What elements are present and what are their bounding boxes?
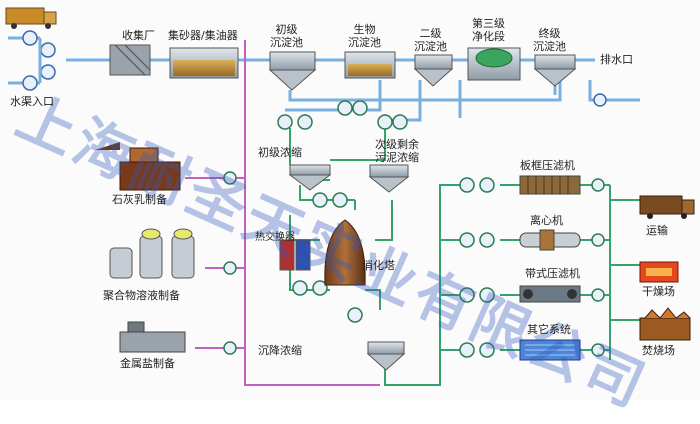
belt-press-label: 带式压滤机 <box>525 267 580 280</box>
drying-yard-icon <box>639 261 679 283</box>
settling-thickening-label: 沉降浓缩 <box>258 344 302 357</box>
lime-prep-icon <box>95 142 181 191</box>
primary-clarifier-label: 初级 沉淀池 <box>270 23 303 49</box>
incineration-yard-label: 焚烧场 <box>642 344 675 357</box>
primary-thickener-icon <box>288 164 332 191</box>
settling-thickener-icon <box>366 341 406 371</box>
secondary-thickener-icon <box>368 164 410 193</box>
secondary-sludge-label: 次级剩余 污泥浓缩 <box>375 138 419 164</box>
heat-exchanger-label: 热交换器 <box>255 232 295 243</box>
bio-clarifier-label: 生物 沉淀池 <box>348 23 381 49</box>
process-diagram: 上海耐圣天实业有限公司 水渠入口 收集厂 集砂器/集油器 初级 沉淀池 生物 沉… <box>5 7 695 422</box>
chemical-lines <box>185 40 380 386</box>
grit-oil-label: 集砂器/集油器 <box>168 29 238 42</box>
primary-thickening-label: 初级浓缩 <box>258 146 302 159</box>
transport-label: 运输 <box>646 224 668 237</box>
lime-prep-label: 石灰乳制备 <box>112 193 167 206</box>
final-clarifier-label: 终级 沉淀池 <box>533 27 566 53</box>
heat-exchanger-icon <box>279 239 311 271</box>
incineration-yard-icon <box>639 307 691 341</box>
water-inlet-label: 水渠入口 <box>10 95 54 108</box>
tertiary-label: 第三级 净化段 <box>472 17 505 43</box>
metal-salt-icon <box>119 321 186 353</box>
secondary-clarifier-label: 二级 沉淀池 <box>414 27 447 53</box>
other-systems-label: 其它系统 <box>527 323 571 336</box>
collection-plant-icon <box>109 44 151 76</box>
final-clarifier-icon <box>533 54 577 87</box>
primary-clarifier-icon <box>268 51 317 91</box>
plate-frame-press-label: 板框压滤机 <box>520 159 575 172</box>
centrifuge-label: 离心机 <box>530 214 563 227</box>
bio-clarifier-icon <box>344 51 396 79</box>
pump-icons <box>223 100 605 358</box>
inlet-pumps <box>22 30 56 91</box>
outlet-label: 排水口 <box>600 53 633 66</box>
centrifuge-icon <box>519 229 581 251</box>
tertiary-stage-icon <box>467 47 521 81</box>
secondary-clarifier-icon <box>413 54 454 87</box>
polymer-prep-label: 聚合物溶液制备 <box>103 289 180 302</box>
grit-oil-tank <box>169 47 239 79</box>
digester-icon <box>324 219 366 286</box>
digester-label: 消化塔 <box>362 259 395 272</box>
truck-icon <box>5 7 57 29</box>
drying-yard-label: 干燥场 <box>642 285 675 298</box>
flow-lines <box>5 7 695 386</box>
other-systems-icon <box>519 339 581 361</box>
collection-plant-label: 收集厂 <box>122 29 155 42</box>
metal-salt-label: 金属盐制备 <box>120 357 175 370</box>
outlet-pump-icon <box>593 93 607 107</box>
polymer-tanks-icon <box>109 228 195 279</box>
transport-truck-icon <box>639 195 695 219</box>
belt-press-icon <box>519 285 581 303</box>
plate-frame-press-icon <box>519 175 581 195</box>
